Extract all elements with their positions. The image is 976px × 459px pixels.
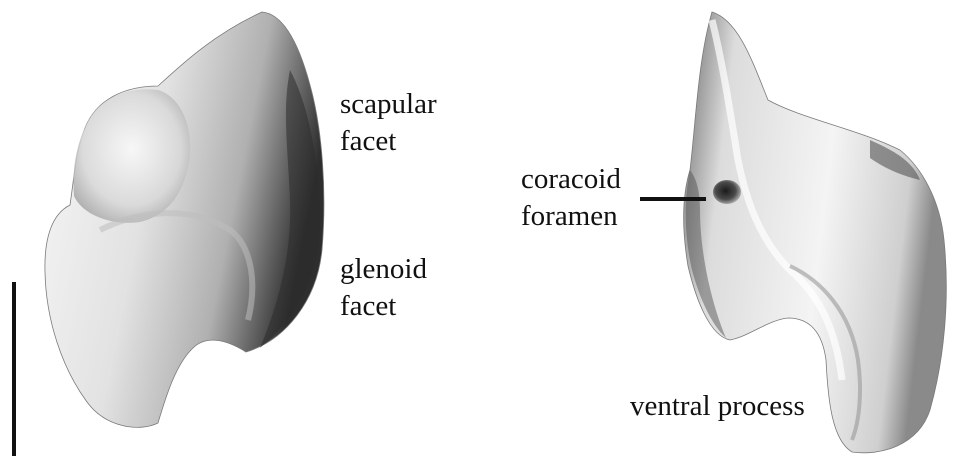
scapular-facet-label-line2: facet [340,123,396,160]
coracoid-foramen-label-line2: foramen [521,198,618,235]
glenoid-facet-label-line2: facet [340,288,396,325]
glenoid-facet-label-line1: glenoid [340,251,427,288]
coracoid-foramen-hole [713,180,741,204]
left-bone-view [45,12,324,427]
scapular-facet-label-line1: scapular [340,86,437,123]
left-bone-outline [45,12,324,427]
ventral-process-label: ventral process [630,388,805,425]
right-bone-view [684,12,947,453]
coracoid-foramen-label-line1: coracoid [521,161,621,198]
